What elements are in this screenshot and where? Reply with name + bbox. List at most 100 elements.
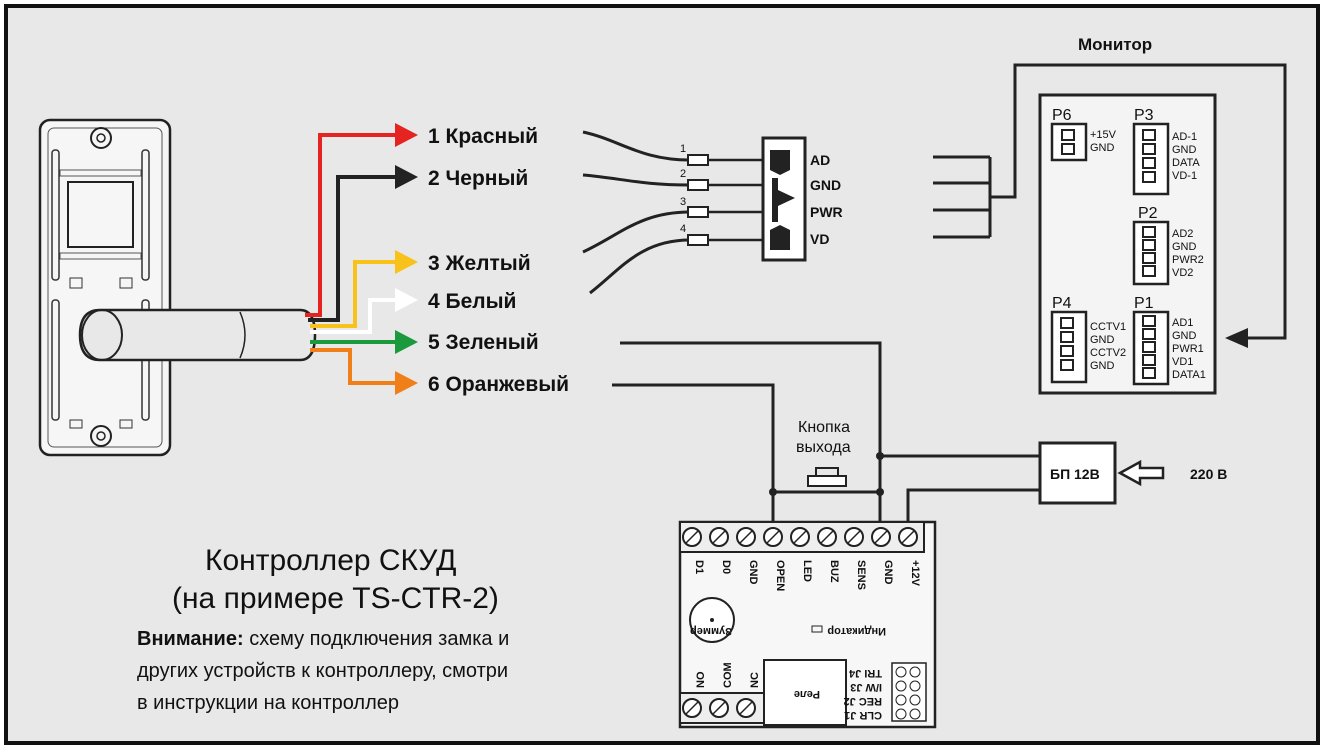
relay-label: Реле [794, 688, 820, 700]
bottom-terminal-label: COM [722, 662, 734, 688]
terminal-label: SENS [855, 560, 867, 590]
wire-label-2: 2 Черный [428, 167, 528, 190]
wire-label-5: 5 Зеленый [428, 331, 539, 354]
terminal-label: BUZ [828, 560, 840, 583]
terminal-screw-slot [712, 701, 726, 715]
jumper-label: TRI J4 [848, 667, 882, 679]
connector-wires [582, 130, 691, 295]
p2-pin-4: VD2 [1172, 267, 1193, 279]
terminal-screw-slot [847, 530, 861, 544]
arrow-icon [395, 250, 418, 274]
jumper-label: I/W J3 [850, 681, 882, 693]
exit-button-label-1: Кнопка [798, 419, 850, 436]
exit-button-symbol [807, 467, 847, 494]
terminal-screw-slot [766, 530, 780, 544]
p1-pin-3: PWR1 [1172, 343, 1204, 355]
bottom-terminal-label: NO [695, 671, 707, 688]
p6-pin-2: GND [1090, 142, 1115, 154]
connector-number-2: 2 [680, 168, 686, 180]
wire-label-3: 3 Желтый [428, 252, 531, 275]
p1-pin-1: AD1 [1172, 317, 1193, 329]
arrow-icon [1117, 459, 1165, 487]
connector-housing [761, 136, 807, 262]
psu-box [1038, 441, 1117, 505]
exit-button-label-2: выхода [796, 439, 851, 456]
wire-label-4: 4 Белый [428, 290, 516, 313]
panel-wires [305, 123, 418, 395]
p4-pin-3: CCTV2 [1090, 347, 1126, 359]
connector-pin-gnd: GND [810, 177, 841, 193]
psu-label: БП 12В [1050, 466, 1100, 482]
terminal-label: OPEN [774, 560, 786, 591]
p1-pin-4: VD1 [1172, 356, 1193, 368]
p3-pin-4: VD-1 [1172, 170, 1197, 182]
p2-name: P2 [1138, 205, 1158, 222]
p3-name: P3 [1134, 107, 1154, 124]
connector-pin-vd: VD [810, 231, 829, 247]
caption-note-3: в инструкции на контроллер [137, 692, 399, 714]
p4-pin-1: CCTV1 [1090, 321, 1126, 333]
terminal-screw-slot [820, 530, 834, 544]
terminal-screw-slot [739, 530, 753, 544]
arrow-icon [1225, 328, 1248, 348]
arrow-icon [395, 288, 418, 312]
terminal-screw-slot [712, 530, 726, 544]
p2-pin-1: AD2 [1172, 228, 1193, 240]
jumper-label: CLR J1 [844, 709, 882, 721]
arrow-icon [395, 330, 418, 354]
p1-pin-2: GND [1172, 330, 1197, 342]
terminal-label: +12V [909, 560, 921, 587]
terminal-screw-slot [739, 701, 753, 715]
caption-note-bold: Внимание: [137, 628, 244, 650]
call-panel [38, 118, 317, 457]
connector-pin-ad: AD [810, 152, 830, 168]
jumper-label: REC J2 [843, 695, 882, 707]
caption-title-2: (на примере TS-CTR-2) [172, 582, 499, 615]
terminal-screw-slot [901, 530, 915, 544]
terminal-screw-slot [685, 701, 699, 715]
controller-board [678, 520, 937, 729]
terminal-label: LED [801, 560, 813, 582]
caption-note-2: других устройств к контроллеру, смотри [137, 660, 508, 682]
p4-name: P4 [1052, 295, 1072, 312]
connector-pin-pwr: PWR [810, 204, 843, 220]
p6-name: P6 [1052, 107, 1072, 124]
p6-pin-1: +15V [1090, 129, 1117, 141]
indicator-label: Индикатор [827, 625, 886, 637]
p3-pin-1: AD-1 [1172, 131, 1197, 143]
arrow-icon [395, 371, 418, 395]
wire-label-6: 6 Оранжевый [428, 373, 569, 396]
terminal-screw-slot [874, 530, 888, 544]
buzzer-label: Зуммер [690, 625, 732, 637]
p3-pin-2: GND [1172, 144, 1197, 156]
terminal-screw-slot [685, 530, 699, 544]
wire-label-1: 1 Красный [428, 125, 538, 148]
bottom-terminal-label: NC [749, 672, 761, 688]
monitor-title: Монитор [1078, 35, 1152, 54]
controller-wires [612, 341, 1040, 525]
psu-input-label: 220 В [1190, 466, 1227, 482]
monitor-cable [933, 63, 1287, 340]
connector-number-3: 3 [680, 196, 686, 208]
connector-number-4: 4 [680, 223, 686, 235]
p4-pin-4: GND [1090, 360, 1115, 372]
p2-pin-3: PWR2 [1172, 254, 1204, 266]
terminal-screw-slot [793, 530, 807, 544]
p1-pin-5: DATA1 [1172, 369, 1206, 381]
p2-pin-2: GND [1172, 241, 1197, 253]
terminal-label: GND [882, 560, 894, 585]
caption-title-1: Контроллер СКУД [205, 544, 456, 577]
p4-pin-2: GND [1090, 334, 1115, 346]
connector-number-1: 1 [680, 143, 686, 155]
terminal-label: GND [747, 560, 759, 585]
p3-pin-3: DATA [1172, 157, 1200, 169]
caption-note-line1: схему подключения замка и [244, 628, 510, 650]
terminal-label: D1 [693, 560, 705, 574]
arrow-icon [395, 165, 418, 189]
terminal-label: D0 [720, 560, 732, 574]
p1-name: P1 [1134, 295, 1154, 312]
caption-note-1: Внимание: схему подключения замка и [137, 628, 509, 650]
arrow-icon [395, 123, 418, 147]
